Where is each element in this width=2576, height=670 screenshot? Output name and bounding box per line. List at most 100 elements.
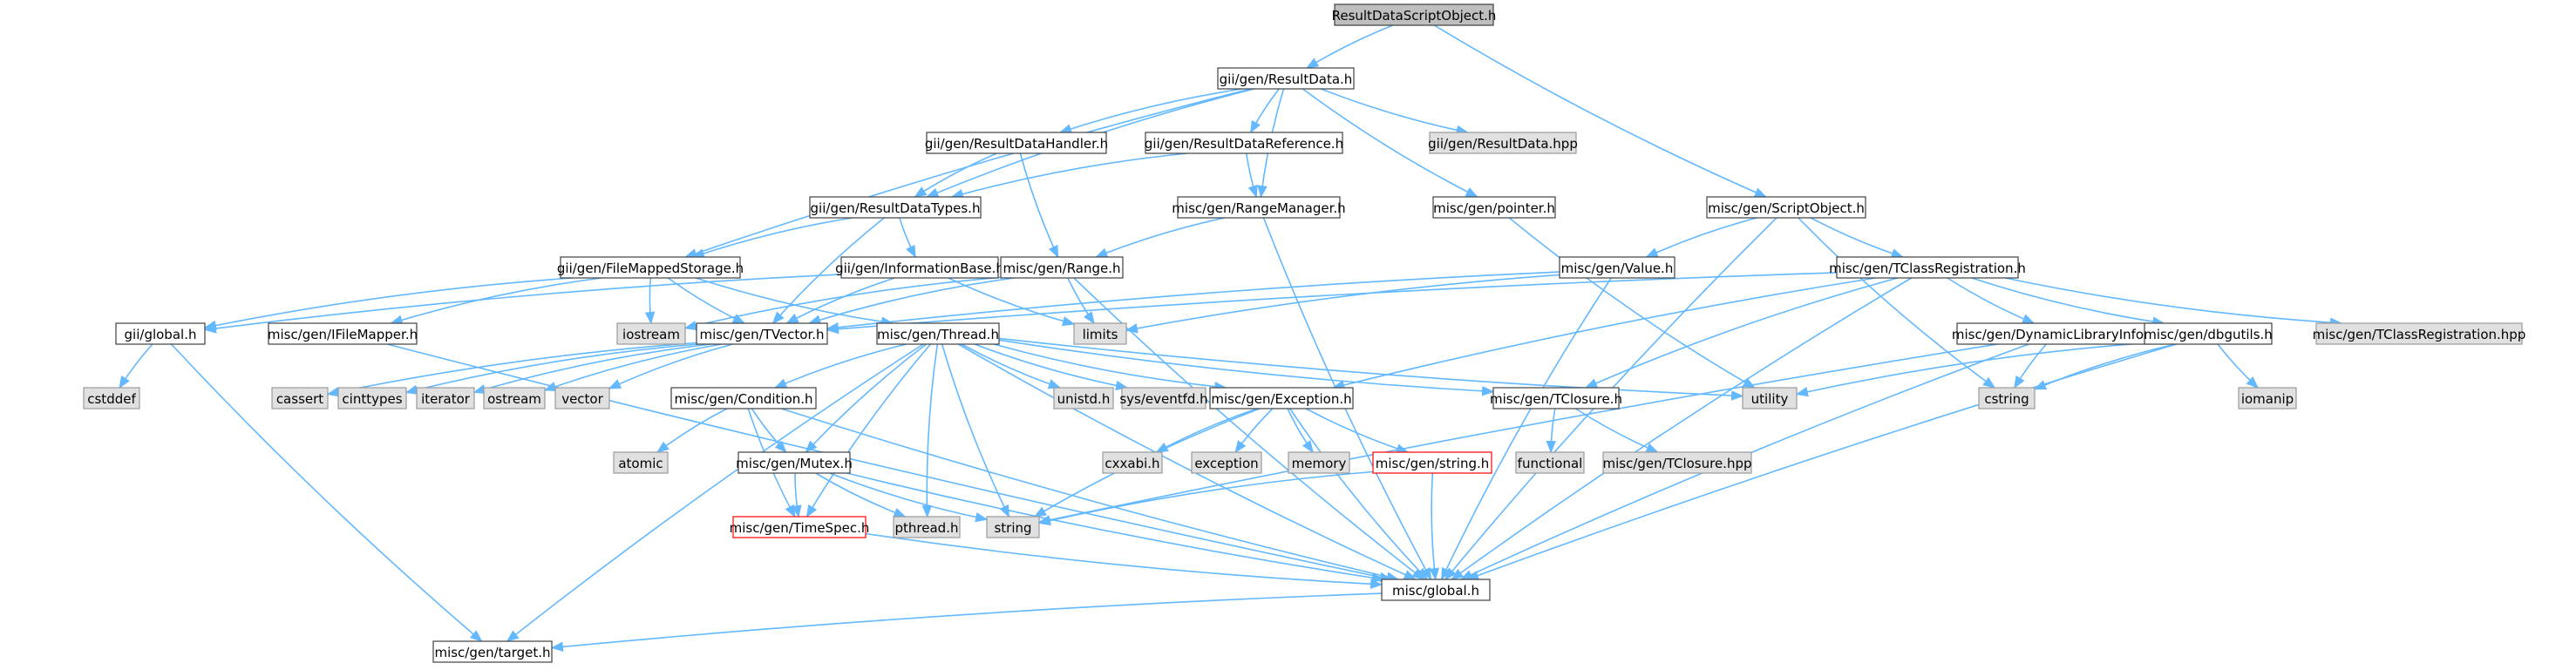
node-exception-h[interactable]: misc/gen/Exception.h	[1209, 387, 1354, 409]
node-dynamiclibraryinfo[interactable]: misc/gen/DynamicLibraryInfo.h	[1952, 322, 2156, 345]
node-box-root	[1334, 3, 1494, 26]
node-box-cinttypes	[337, 387, 407, 409]
node-range[interactable]: misc/gen/Range.h	[1000, 256, 1124, 279]
node-unistd: unistd.h	[1053, 387, 1114, 409]
edge-pointer-to-utility	[1508, 217, 1756, 389]
edge-gii-resultdatareference-to-rangemanager	[1246, 152, 1258, 199]
edge-exception-h-to-cxxabi	[1155, 408, 1258, 453]
node-gii-resultdatareference[interactable]: gii/gen/ResultDataReference.h	[1145, 132, 1343, 154]
node-thread[interactable]: misc/gen/Thread.h	[876, 322, 1000, 345]
edge-tclosure-to-tclosure-hpp	[1575, 408, 1659, 453]
node-gii-global[interactable]: gii/global.h	[115, 322, 206, 345]
node-memory: memory	[1288, 451, 1350, 474]
edge-tclassregistration-to-dbgutils	[1971, 277, 2165, 327]
edge-filemappedstorage-to-gii-global	[203, 277, 574, 331]
edge-tclosure-to-functional	[1546, 408, 1557, 454]
node-root[interactable]: ResultDataScriptObject.h	[1332, 3, 1497, 26]
node-box-eventfd	[1121, 387, 1206, 409]
edge-tvector-to-cassert	[326, 342, 697, 397]
edge-root-to-gii-resultdata	[1305, 24, 1394, 69]
node-tclosure[interactable]: misc/gen/TClosure.h	[1490, 387, 1622, 409]
node-iterator: iterator	[416, 387, 475, 409]
edge-misc-global-to-target	[550, 592, 1383, 653]
node-label-gii-resultdatareference: gii/gen/ResultDataReference.h	[1145, 136, 1343, 152]
node-mutex[interactable]: misc/gen/Mutex.h	[736, 451, 853, 474]
edge-gii-resultdata-to-gii-resultdata-hpp	[1321, 88, 1470, 136]
node-label-cassert: cassert	[276, 391, 323, 407]
edge-misc-string-to-misc-global	[1429, 472, 1439, 581]
node-label-ostream: ostream	[487, 391, 541, 407]
node-box-tvector	[696, 322, 828, 345]
edge-informationbase-to-tvector	[785, 277, 895, 324]
node-label-functional: functional	[1518, 456, 1583, 471]
node-dbgutils[interactable]: misc/gen/dbgutils.h	[2144, 322, 2273, 345]
edge-tvector-to-ostream	[543, 343, 723, 392]
node-box-range	[1000, 256, 1124, 279]
node-box-misc-string	[1372, 451, 1492, 474]
node-label-cxxabi: cxxabi.h	[1104, 456, 1159, 471]
node-box-cstddef	[83, 387, 140, 409]
edge-thread-to-utility	[998, 337, 1744, 401]
node-box-condition	[670, 387, 817, 409]
node-timespec[interactable]: misc/gen/TimeSpec.h	[730, 516, 870, 538]
node-tclassregistration[interactable]: misc/gen/TClassRegistration.h	[1829, 256, 2026, 279]
edge-thread-to-string	[941, 343, 1010, 518]
node-cstring: cstring	[1978, 387, 2036, 409]
node-gii-resultdatatypes[interactable]: gii/gen/ResultDataTypes.h	[809, 196, 982, 219]
node-box-atomic	[613, 451, 669, 474]
node-misc-string[interactable]: misc/gen/string.h	[1372, 451, 1492, 474]
node-condition[interactable]: misc/gen/Condition.h	[670, 387, 817, 409]
node-pointer[interactable]: misc/gen/pointer.h	[1432, 196, 1556, 219]
node-filemappedstorage[interactable]: gii/gen/FileMappedStorage.h	[557, 256, 744, 279]
node-box-string	[986, 516, 1040, 538]
node-label-ifilemapper: misc/gen/IFileMapper.h	[268, 327, 418, 342]
edge-thread-to-mutex	[805, 343, 928, 454]
node-label-gii-global: gii/global.h	[125, 327, 197, 342]
edge-scriptobject-to-cstring	[1798, 217, 1996, 389]
node-rangemanager[interactable]: misc/gen/RangeManager.h	[1172, 196, 1346, 219]
node-functional: functional	[1515, 451, 1585, 474]
node-box-memory	[1288, 451, 1350, 474]
node-tvector[interactable]: misc/gen/TVector.h	[696, 322, 828, 345]
edge-value-to-tvector	[826, 271, 1560, 333]
node-exception: exception	[1191, 451, 1262, 474]
node-label-target: misc/gen/target.h	[434, 645, 550, 660]
node-label-root: ResultDataScriptObject.h	[1332, 8, 1497, 24]
node-label-misc-global: misc/global.h	[1392, 583, 1479, 599]
node-eventfd: sys/eventfd.h	[1119, 387, 1208, 409]
node-label-cstring: cstring	[1984, 391, 2029, 407]
edge-exception-h-to-exception	[1234, 408, 1274, 454]
edge-thread-to-target	[506, 343, 924, 642]
node-box-dbgutils	[2144, 322, 2273, 345]
node-informationbase[interactable]: gii/gen/InformationBase.h	[835, 256, 1004, 279]
node-label-tclosure: misc/gen/TClosure.h	[1490, 391, 1622, 407]
edge-filemappedstorage-to-tvector	[667, 277, 746, 324]
edge-mutex-to-misc-global	[846, 472, 1384, 583]
node-label-utility: utility	[1751, 391, 1789, 407]
node-misc-global[interactable]: misc/global.h	[1381, 579, 1491, 601]
edge-dynamiclibraryinfo-to-string	[1037, 343, 1998, 525]
node-value[interactable]: misc/gen/Value.h	[1559, 256, 1675, 279]
node-box-ostream	[483, 387, 546, 409]
node-box-tclassregistration	[1836, 256, 2019, 279]
node-scriptobject[interactable]: misc/gen/ScriptObject.h	[1706, 196, 1866, 219]
node-box-iterator	[416, 387, 475, 409]
edge-gii-resultdatareference-to-gii-resultdatatypes	[950, 152, 1188, 200]
node-label-tvector: misc/gen/TVector.h	[699, 327, 824, 342]
edge-dynamiclibraryinfo-to-cstring	[2014, 343, 2047, 389]
node-gii-resultdatahandler[interactable]: gii/gen/ResultDataHandler.h	[925, 132, 1108, 154]
node-label-value: misc/gen/Value.h	[1561, 261, 1674, 276]
node-box-unistd	[1053, 387, 1114, 409]
node-cassert: cassert	[271, 387, 329, 409]
edge-gii-resultdatahandler-to-gii-resultdatatypes	[914, 152, 997, 198]
node-pthread: pthread.h	[893, 516, 961, 538]
node-label-string: string	[994, 520, 1031, 536]
edge-gii-resultdata-to-filemappedstorage	[683, 88, 1251, 259]
edge-exception-h-to-misc-global	[1289, 408, 1429, 581]
node-target[interactable]: misc/gen/target.h	[432, 640, 553, 663]
node-label-unistd: unistd.h	[1057, 391, 1111, 407]
node-ifilemapper[interactable]: misc/gen/IFileMapper.h	[268, 322, 418, 345]
edge-range-to-limits	[1067, 277, 1095, 325]
node-gii-resultdata[interactable]: gii/gen/ResultData.h	[1217, 67, 1355, 90]
edge-range-to-tvector	[807, 277, 1015, 325]
